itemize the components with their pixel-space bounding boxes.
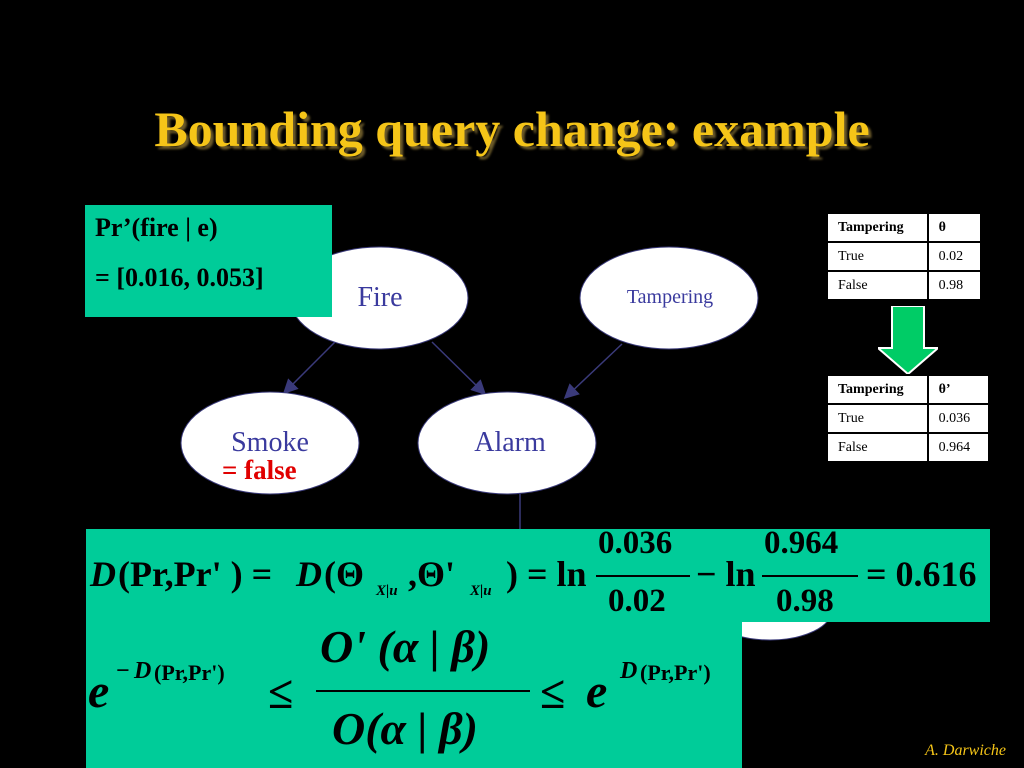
formula-d: D (90, 554, 116, 594)
cpt-header-variable: Tampering (826, 212, 929, 243)
formula-minus-ln: − ln (696, 554, 756, 594)
edge-fire-alarm (431, 341, 487, 396)
edge-fire-smoke (282, 341, 336, 395)
formula-sub1: X|u (376, 583, 398, 599)
cpt-table-original: Tampering θ True 0.02 False 0.98 (826, 212, 983, 301)
formula-theta-open: (Θ (324, 554, 364, 594)
formula-sub2: X|u (470, 583, 492, 599)
node-label-fire: Fire (357, 282, 403, 313)
formula-den1: 0.02 (608, 583, 666, 619)
query-result-box: Pr’(fire | e) = [0.016, 0.053] (85, 205, 332, 317)
bound-exp2-d: D (620, 658, 638, 684)
node-alarm[interactable] (417, 391, 597, 495)
formula-d2: D (296, 554, 322, 594)
bound-exp1-sign: − (116, 658, 130, 684)
cpt-header-variable: Tampering (826, 374, 929, 405)
formula-num1: 0.036 (598, 525, 673, 561)
cpt-cell: True (826, 403, 929, 434)
node-label-tampering: Tampering (626, 286, 714, 308)
distance-formula-box: D (Pr,Pr' ) = D (Θ X|u ,Θ' X|u ) = ln 0.… (86, 525, 990, 622)
author-credit: A. Darwiche (925, 742, 1006, 759)
cpt-cell: True (826, 241, 929, 272)
bound-e1: e (88, 665, 110, 718)
bound-fraction-bar (316, 690, 530, 692)
formula-result: = 0.616 (866, 554, 977, 594)
query-expression: Pr’(fire | e) (95, 213, 218, 242)
edge-tampering-alarm (563, 343, 623, 400)
table-row: True 0.036 (826, 403, 991, 434)
cpt-cell: False (826, 432, 929, 463)
bound-leq2: ≤ (540, 667, 566, 718)
bound-numerator: O' (α | β) (320, 621, 491, 672)
slide-title: Bounding query change: example (154, 101, 870, 157)
table-row: True 0.02 (826, 241, 983, 272)
cpt-header-parameter: θ (926, 212, 983, 243)
cpt-cell: False (826, 270, 929, 301)
table-row: False 0.964 (826, 432, 991, 463)
cpt-table-changed: Tampering θ’ True 0.036 False 0.964 (826, 374, 991, 463)
bound-formula-box: e − D (Pr,Pr') ≤ O' (α | β) O(α | β) ≤ e… (86, 621, 742, 768)
table-row: Tampering θ (826, 212, 983, 243)
bound-exp2-args: (Pr,Pr') (640, 660, 711, 685)
smoke-evidence-value: = false (222, 455, 297, 485)
formula-num2: 0.964 (764, 525, 839, 561)
fraction-bar-2 (762, 575, 858, 577)
formula-close-eq: ) = ln (506, 554, 587, 594)
node-label-alarm: Alarm (474, 427, 546, 458)
node-smoke[interactable] (180, 391, 360, 495)
cpt-cell: 0.02 (926, 241, 983, 272)
table-row: False 0.98 (826, 270, 983, 301)
cpt-cell: 0.98 (926, 270, 983, 301)
fraction-bar-1 (596, 575, 690, 577)
query-interval: = [0.016, 0.053] (95, 263, 264, 292)
node-tampering[interactable] (579, 246, 759, 350)
formula-theta2: ,Θ' (408, 554, 456, 594)
table-row: Tampering θ’ (826, 374, 991, 405)
bound-leq1: ≤ (268, 667, 294, 718)
bound-denominator: O(α | β) (332, 703, 478, 754)
formula-den2: 0.98 (776, 583, 834, 619)
bound-exp1-d: D (134, 658, 152, 684)
node-label-smoke: Smoke (231, 427, 309, 458)
cpt-cell: 0.036 (926, 403, 991, 434)
bound-e2: e (586, 665, 608, 718)
down-arrow-icon (878, 306, 938, 376)
cpt-header-parameter: θ’ (926, 374, 991, 405)
formula-pr-pair: (Pr,Pr' ) = (118, 554, 273, 594)
cpt-cell: 0.964 (926, 432, 991, 463)
bound-exp1-args: (Pr,Pr') (154, 660, 225, 685)
